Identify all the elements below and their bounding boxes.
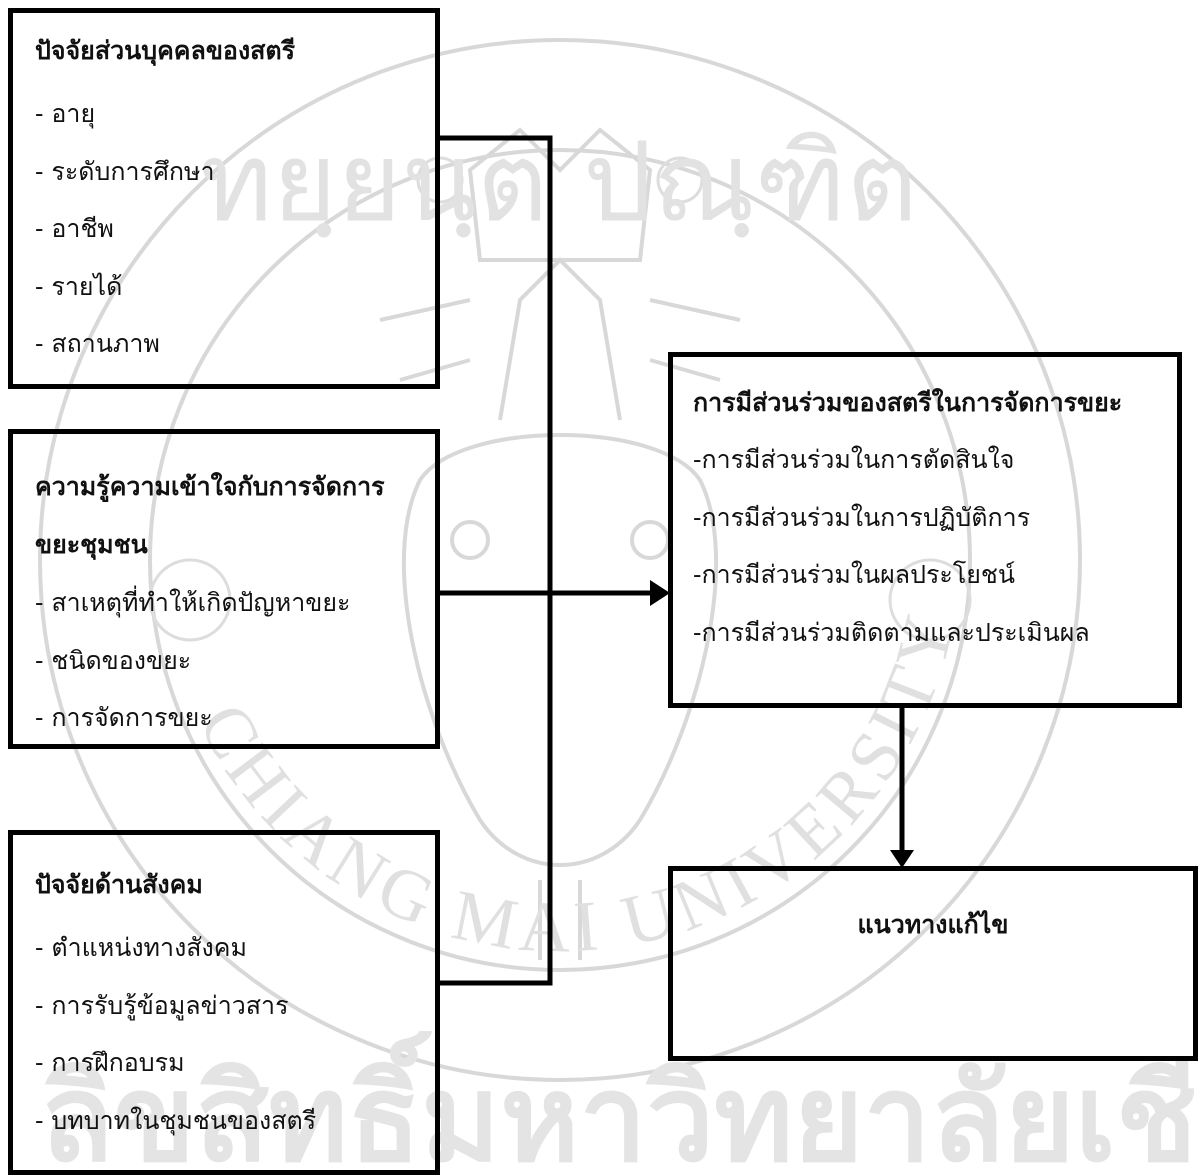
connector-bottom <box>440 595 553 986</box>
connector-top <box>440 135 553 595</box>
social-factor-item: - การรับรู้ข้อมูลข่าวสาร <box>35 990 289 1020</box>
participation-item: -การมีส่วนร่วมในผลประโยชน์ <box>693 560 1015 589</box>
personal-factor-item: - อายุ <box>35 99 96 128</box>
social-factor-item: - บทบาทในชุมชนของสตรี <box>35 1105 317 1135</box>
personal-factor-item: - รายได้ <box>35 271 123 301</box>
solution-title: แนวทางแก้ไข <box>857 910 1009 939</box>
social-factors-title: ปัจจัยด้านสังคม <box>35 870 203 899</box>
knowledge-box: ความรู้ความเข้าใจกับการจัดการ ขยะชุมชน -… <box>8 429 440 749</box>
social-factor-item: - การฝึกอบรม <box>35 1048 185 1077</box>
participation-item: -การมีส่วนร่วมในการตัดสินใจ <box>693 445 1015 474</box>
knowledge-title-line2: ขยะชุมชน <box>35 530 148 559</box>
personal-factor-item: - สถานภาพ <box>35 329 160 358</box>
knowledge-item: - ชนิดของขยะ <box>35 645 192 675</box>
participation-title: การมีส่วนร่วมของสตรีในการจัดการขยะ <box>693 388 1123 417</box>
participation-box: การมีส่วนร่วมของสตรีในการจัดการขยะ -การม… <box>668 352 1182 708</box>
arrow-to-participation <box>650 580 670 606</box>
personal-factors-box: ปัจจัยส่วนบุคคลของสตรี - อายุ - ระดับการ… <box>8 8 440 389</box>
knowledge-title-line1: ความรู้ความเข้าใจกับการจัดการ <box>35 472 385 501</box>
social-factors-box: ปัจจัยด้านสังคม - ตำแหน่งทางสังคม - การร… <box>8 830 440 1175</box>
social-factor-item: - ตำแหน่งทางสังคม <box>35 933 247 962</box>
participation-item: -การมีส่วนร่วมติดตามและประเมินผล <box>693 617 1090 647</box>
personal-factor-item: - อาชีพ <box>35 214 114 243</box>
knowledge-item: - สาเหตุที่ทำให้เกิดปัญหาขยะ <box>35 588 351 617</box>
personal-factors-title: ปัจจัยส่วนบุคคลของสตรี <box>35 36 296 65</box>
solution-box: แนวทางแก้ไข <box>668 866 1198 1061</box>
participation-item: -การมีส่วนร่วมในการปฏิบัติการ <box>693 502 1031 532</box>
knowledge-item: - การจัดการขยะ <box>35 703 213 732</box>
personal-factor-item: - ระดับการศึกษา <box>35 156 215 186</box>
